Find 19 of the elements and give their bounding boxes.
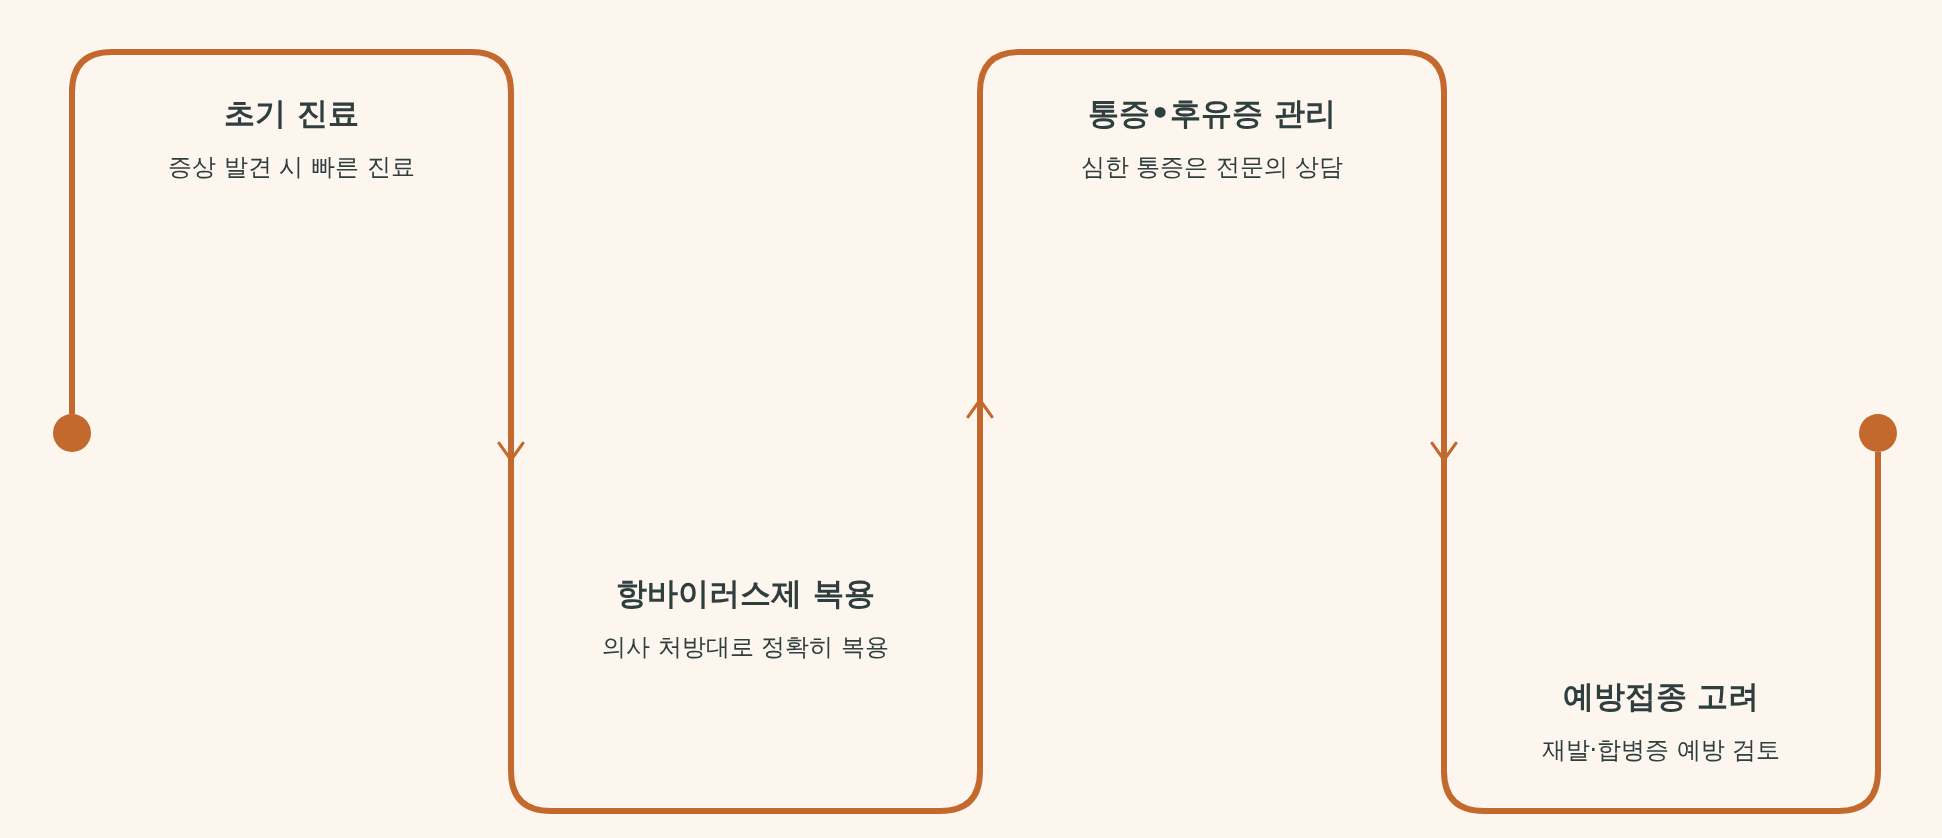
step-title: 초기 진료: [223, 94, 360, 133]
arrow: [497, 400, 525, 462]
step-description: 재발·합병증 예방 검토: [1540, 735, 1782, 766]
arrow: [966, 398, 994, 460]
step-description: 증상 발견 시 빠른 진료: [167, 152, 416, 183]
step-loop: [511, 460, 980, 811]
connector-line: [69, 400, 75, 414]
step-title: 예방접종 고려: [1561, 677, 1761, 716]
connector-line: [1875, 452, 1881, 460]
step-description: 의사 처방대로 정확히 복용: [601, 632, 890, 663]
step-description: 심한 통증은 전문의 상담: [1079, 152, 1345, 183]
endpoint-dot: [53, 414, 91, 452]
step-arch: [980, 52, 1444, 400]
arrow: [1430, 400, 1458, 462]
step-loop: [1444, 460, 1878, 811]
endpoint-dot: [1859, 414, 1897, 452]
step-arch: [72, 52, 511, 400]
step-title: 통증•후유증 관리: [1087, 94, 1337, 133]
step-title: 항바이러스제 복용: [615, 574, 876, 613]
